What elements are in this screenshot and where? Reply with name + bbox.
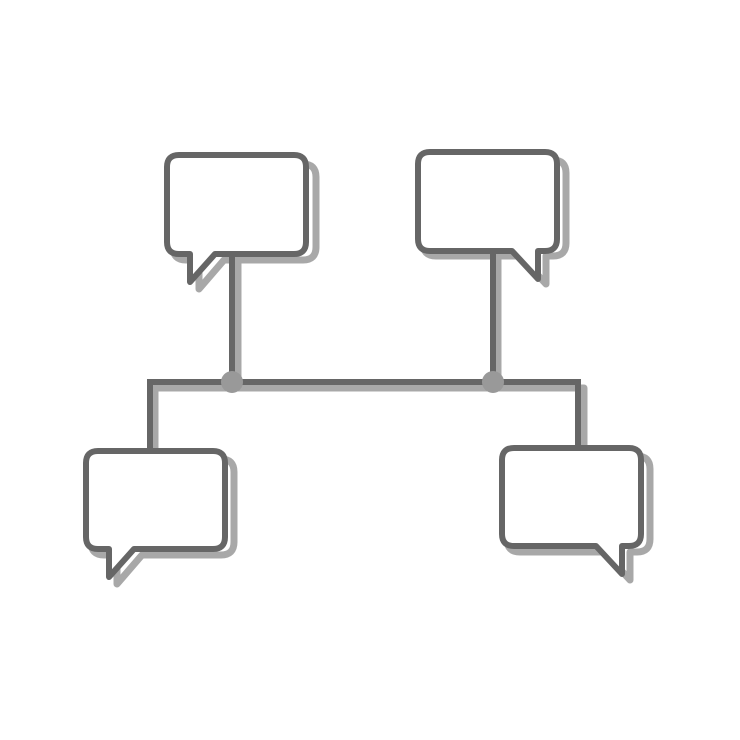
connector-horizontal-bus xyxy=(147,379,581,451)
speech-bubbles xyxy=(83,149,644,580)
connector-shadow xyxy=(151,254,588,460)
junction-node-icon xyxy=(482,371,504,393)
speech-bubble-icon xyxy=(415,149,560,282)
connector-lines xyxy=(147,252,581,451)
junction-nodes xyxy=(221,371,504,393)
speech-bubble-icon xyxy=(83,448,228,580)
speech-bubble-icon xyxy=(499,445,644,577)
junction-node-icon xyxy=(221,371,243,393)
speech-bubble-icon xyxy=(164,152,309,285)
